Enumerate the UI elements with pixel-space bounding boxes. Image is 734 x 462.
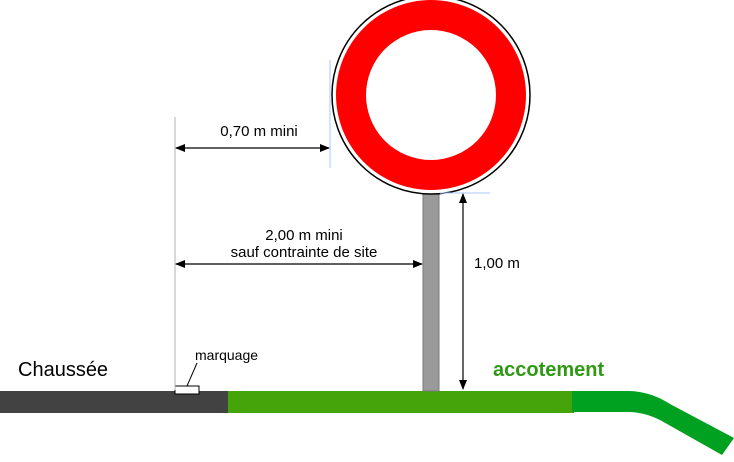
road-marking <box>174 385 200 395</box>
label-marquage: marquage <box>195 347 258 363</box>
label-chaussee: Chaussée <box>18 359 108 381</box>
dimension-label-200-line2: sauf contrainte de site <box>231 244 378 261</box>
label-accotement: accotement <box>493 359 604 381</box>
sign-post <box>422 192 440 392</box>
shoulder-strip <box>228 391 574 413</box>
marking-leader-line <box>186 362 198 387</box>
roadway <box>0 391 230 413</box>
dimension-label-070: 0,70 m mini <box>220 123 298 140</box>
sign-white-center <box>366 30 496 160</box>
embankment-slope <box>572 391 734 455</box>
dimension-label-100: 1,00 m <box>474 255 520 272</box>
dimension-label-200-line1: 2,00 m mini <box>265 227 343 244</box>
